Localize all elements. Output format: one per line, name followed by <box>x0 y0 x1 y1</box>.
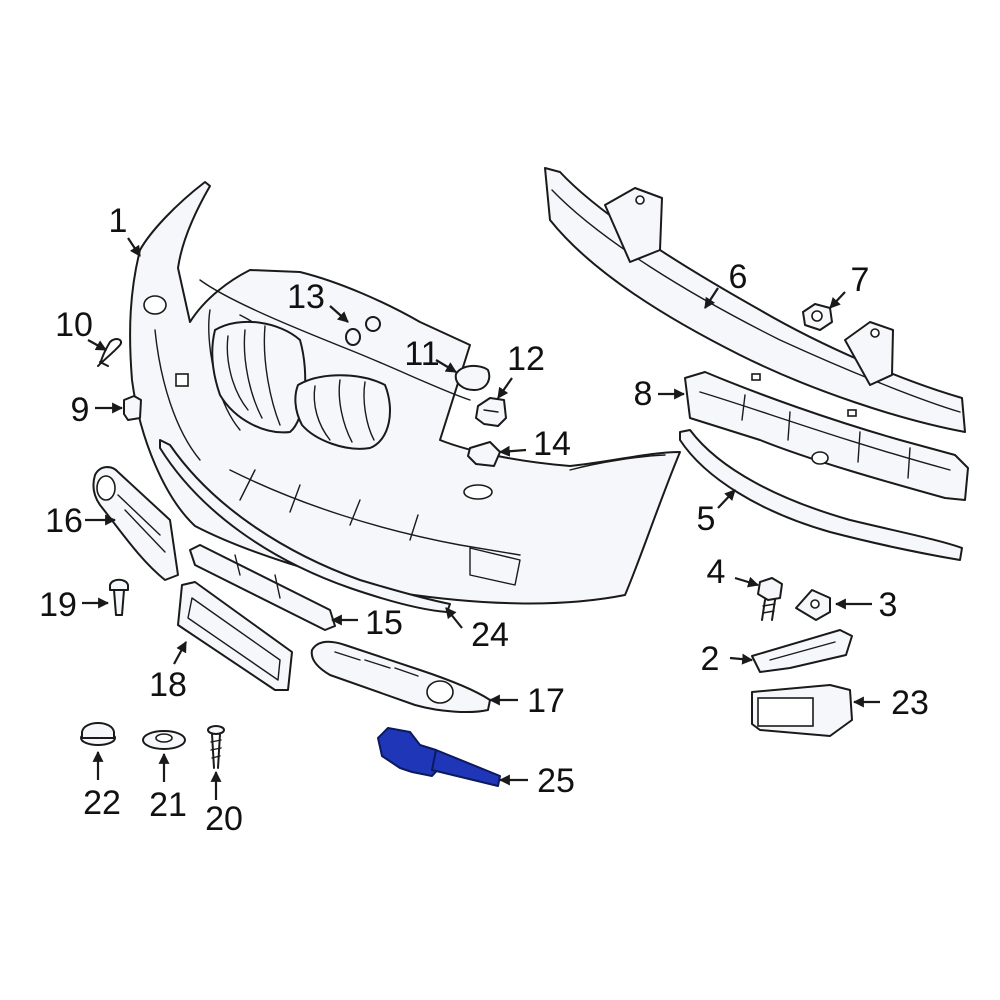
leader-7 <box>829 291 846 309</box>
callout-25: 25 <box>537 762 575 800</box>
bolt <box>757 577 783 621</box>
flange-nut <box>802 303 833 331</box>
callout-21: 21 <box>149 786 187 824</box>
callout-labels: 1 2 3 4 5 6 7 8 9 10 11 12 13 14 15 16 1… <box>39 202 929 838</box>
tow-eye-bracket <box>475 397 507 427</box>
callout-13: 13 <box>287 278 325 316</box>
callout-22: 22 <box>83 784 121 822</box>
callout-7: 7 <box>851 261 870 299</box>
callout-15: 15 <box>365 604 403 642</box>
license-plate-bracket <box>177 581 293 691</box>
callout-16: 16 <box>45 502 83 540</box>
callout-5: 5 <box>697 500 716 538</box>
callout-4: 4 <box>707 553 726 591</box>
leader-12 <box>497 377 513 399</box>
callout-10: 10 <box>55 306 93 344</box>
leader-11 <box>435 359 457 373</box>
callout-18: 18 <box>149 666 187 704</box>
callout-8: 8 <box>634 375 653 413</box>
callout-17: 17 <box>527 682 565 720</box>
highlighted-sensor-25 <box>377 727 501 787</box>
leader-18 <box>173 641 187 665</box>
clip-nut <box>795 589 831 621</box>
grille-strip <box>189 544 336 631</box>
callout-12: 12 <box>507 340 545 378</box>
leader-13 <box>329 305 349 323</box>
leader-6 <box>704 287 719 309</box>
leader-24 <box>445 607 463 629</box>
callout-20: 20 <box>205 800 243 838</box>
callout-24: 24 <box>471 616 509 654</box>
grommet <box>345 316 381 346</box>
washer-cap <box>454 364 491 391</box>
wire-bracket <box>97 338 122 367</box>
leader-1 <box>127 237 141 257</box>
callout-3: 3 <box>879 586 898 624</box>
impact-bar <box>544 167 966 433</box>
callout-19: 19 <box>39 586 77 624</box>
callout-23: 23 <box>891 684 929 722</box>
callout-1: 1 <box>109 202 128 240</box>
air-duct <box>751 684 853 737</box>
leader-2 <box>729 653 754 665</box>
callout-11: 11 <box>404 335 439 373</box>
nut-22 <box>80 722 116 746</box>
energy-absorber <box>684 371 969 501</box>
mounting-bracket <box>467 441 501 467</box>
screw-20 <box>207 725 225 769</box>
callout-14: 14 <box>533 425 571 463</box>
washer-21 <box>142 730 186 750</box>
callout-2: 2 <box>701 640 720 678</box>
callout-9: 9 <box>71 391 90 429</box>
fog-lamp-grille <box>310 640 491 714</box>
guide-bracket <box>751 629 853 673</box>
leader-4 <box>734 576 760 588</box>
leader-14 <box>498 445 527 457</box>
clip <box>123 395 142 421</box>
bumper-cover <box>129 181 681 605</box>
callout-6: 6 <box>729 258 748 296</box>
leader-lines <box>82 237 880 800</box>
leader-10 <box>87 339 107 351</box>
fog-lamp-bracket-left <box>92 466 179 581</box>
push-rivet <box>109 578 129 616</box>
bumper-support-strip <box>679 429 963 561</box>
leader-5 <box>717 489 736 509</box>
